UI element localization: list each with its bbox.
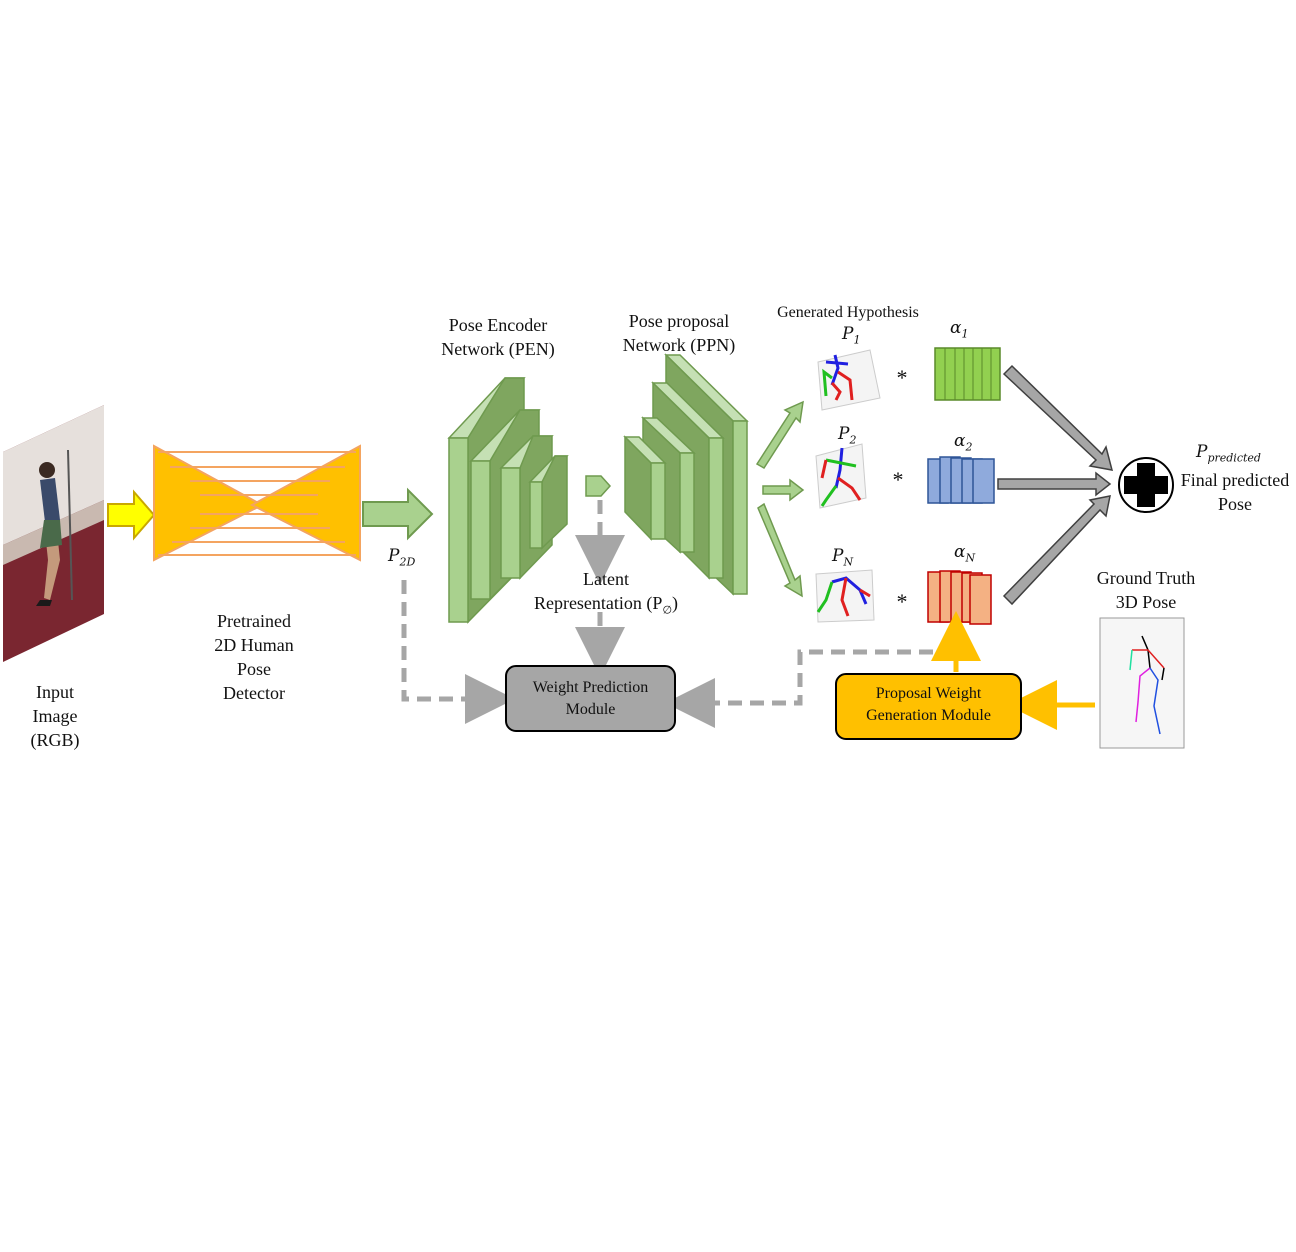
input-image: [3, 405, 104, 662]
alpha-1-label: α1: [950, 318, 969, 341]
pose-encoder-network: [447, 377, 569, 624]
p2d-arrow: [362, 487, 434, 541]
weight-prediction-module: [505, 665, 676, 732]
pose-detector-hourglass: [153, 444, 361, 562]
sum-icon: [1118, 457, 1174, 513]
generated-hypothesis-label: Generated Hypothesis: [777, 304, 919, 321]
latent-node: [585, 475, 612, 497]
p2d-label: P2D: [388, 546, 416, 569]
alpha-2-label: α2: [954, 431, 973, 454]
p-predicted-label: Ppredicted: [1196, 442, 1261, 465]
alpha-n-label: αN: [954, 542, 976, 565]
hypothesis-2-label: P2: [838, 424, 857, 447]
ground-truth-pose: [1099, 617, 1185, 749]
hypothesis-n-label: PN: [832, 546, 854, 569]
hypothesis-1-label: P1: [842, 324, 861, 347]
hypothesis-pose-n: [815, 569, 875, 623]
weight-block-n: [927, 570, 992, 625]
multiply-sign-1: *: [896, 365, 908, 390]
multiply-sign-n: *: [896, 589, 908, 614]
input-arrow: [107, 489, 156, 541]
dashed-connections: [401, 500, 955, 728]
hypothesis-arrows: [755, 400, 805, 598]
hypothesis-pose-1: [817, 349, 881, 411]
weight-block-2: [927, 456, 995, 504]
latent-label: Latent Representation (P∅): [533, 569, 679, 617]
multiply-sign-2: *: [892, 467, 904, 492]
pose-proposal-network: [623, 353, 749, 596]
weight-block-1: [934, 347, 1001, 401]
orange-arrows: [931, 611, 1095, 730]
proposal-weight-generation-module: [835, 673, 1022, 740]
hypothesis-pose-2: [815, 443, 867, 509]
sum-arrows: [997, 364, 1114, 606]
